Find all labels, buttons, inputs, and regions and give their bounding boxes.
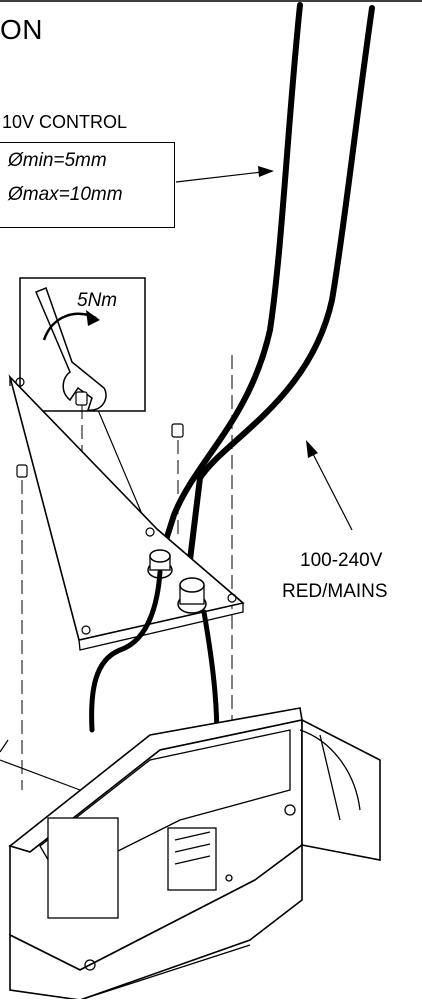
mains-leader: [311, 451, 353, 531]
enclosure-interior: [39, 729, 361, 971]
mains-cable: [187, 5, 375, 563]
control-wire: [89, 569, 163, 733]
diameter-arrowhead: [258, 166, 274, 177]
screws: [16, 391, 184, 478]
page-title: ON: [0, 14, 43, 45]
cable-gland-mains: [177, 577, 207, 614]
diameter-leader: [175, 171, 263, 183]
diameter-max-label: Ømax=10mm: [8, 184, 123, 205]
mains-type-label: RED/MAINS: [282, 581, 388, 602]
mains-voltage-label: 100-240V: [300, 550, 383, 571]
diameter-min-label: Ømin=5mm: [8, 150, 107, 171]
control-cable: [163, 2, 303, 543]
diameter-spec-box: [0, 142, 175, 228]
cover-plate-outline: [8, 374, 245, 641]
mains-arrowhead: [306, 440, 318, 458]
torque-label: 5Nm: [77, 290, 118, 311]
control-cable-label: 10V CONTROL: [2, 112, 128, 132]
wrench-icon: [35, 287, 107, 411]
